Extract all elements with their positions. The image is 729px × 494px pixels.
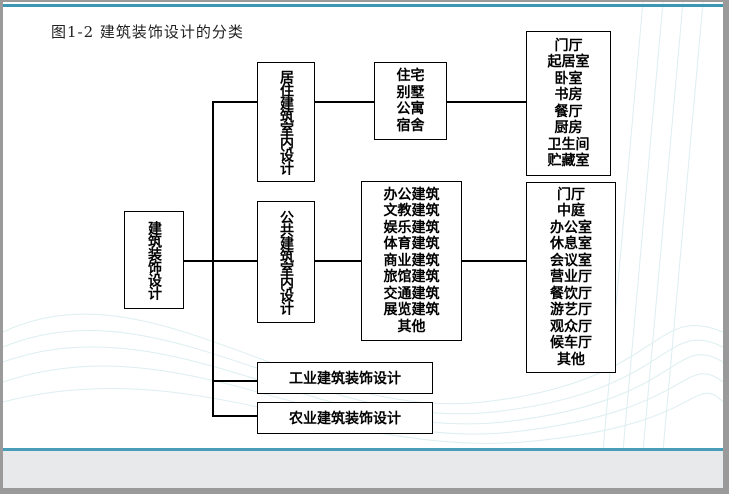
list-item: 厨房 bbox=[554, 120, 583, 136]
list-item: 公寓 bbox=[396, 101, 425, 117]
figure-title: 图1-2 建筑装饰设计的分类 bbox=[51, 23, 244, 41]
list-item: 餐饮厅 bbox=[550, 285, 592, 302]
list-item: 书房 bbox=[554, 87, 583, 103]
connector-trunk bbox=[212, 101, 214, 416]
connector-residential bbox=[212, 101, 257, 103]
list-item: 候车厅 bbox=[550, 335, 592, 352]
list-item: 观众厅 bbox=[550, 318, 592, 335]
list-item: 其他 bbox=[557, 351, 585, 368]
public-node: 公共建筑室内设计 bbox=[257, 201, 315, 323]
connector-public-rooms bbox=[462, 260, 526, 262]
public-rooms-node: 门厅 中庭 办公室 休息室 会议室 营业厅 餐饮厅 游艺厅 观众厅 候车厅 其他 bbox=[526, 182, 616, 373]
list-item: 餐厅 bbox=[554, 103, 583, 120]
connector-public bbox=[212, 260, 257, 262]
top-accent-bar bbox=[3, 4, 723, 7]
list-item: 门厅 bbox=[554, 37, 583, 54]
connector-residential-types bbox=[315, 101, 374, 103]
connector-agricultural bbox=[212, 415, 257, 417]
background-wave-decoration bbox=[3, 2, 723, 451]
residential-node: 居住建筑室内设计 bbox=[257, 62, 315, 182]
list-item: 宿舍 bbox=[396, 117, 425, 134]
list-item: 文教建筑 bbox=[383, 203, 440, 220]
slide-footer bbox=[3, 451, 723, 488]
list-item: 卫生间 bbox=[547, 136, 590, 153]
list-item: 游艺厅 bbox=[550, 302, 592, 319]
public-types-node: 办公建筑 文教建筑 娱乐建筑 体育建筑 商业建筑 旅馆建筑 交通建筑 展览建筑 … bbox=[361, 181, 462, 341]
list-item: 体育建筑 bbox=[383, 236, 440, 253]
list-item: 交通建筑 bbox=[383, 285, 440, 302]
connector-residential-rooms bbox=[447, 101, 526, 103]
root-node: 建筑装饰设计 bbox=[124, 211, 184, 309]
list-item: 办公室 bbox=[550, 219, 592, 236]
list-item: 贮藏室 bbox=[547, 153, 590, 169]
connector-public-types bbox=[315, 260, 361, 262]
list-item: 会议室 bbox=[550, 252, 592, 269]
list-item: 门厅 bbox=[557, 186, 585, 203]
residential-types-node: 住宅 别墅 公寓 宿舍 bbox=[374, 62, 447, 140]
industrial-node: 工业建筑装饰设计 bbox=[257, 362, 433, 394]
list-item: 办公建筑 bbox=[383, 186, 440, 203]
bottom-accent-bar bbox=[3, 448, 723, 451]
connector-root bbox=[184, 260, 213, 262]
list-item: 起居室 bbox=[547, 54, 590, 70]
list-item: 展览建筑 bbox=[383, 302, 440, 319]
list-item: 休息室 bbox=[550, 236, 592, 253]
list-item: 其他 bbox=[397, 318, 426, 335]
list-item: 旅馆建筑 bbox=[383, 269, 440, 286]
residential-rooms-node: 门厅 起居室 卧室 书房 餐厅 厨房 卫生间 贮藏室 bbox=[526, 31, 611, 176]
list-item: 营业厅 bbox=[550, 269, 592, 286]
list-item: 住宅 bbox=[396, 68, 425, 84]
agricultural-node: 农业建筑装饰设计 bbox=[257, 402, 433, 434]
connector-industrial bbox=[212, 380, 257, 382]
list-item: 中庭 bbox=[557, 203, 585, 220]
list-item: 娱乐建筑 bbox=[383, 219, 440, 236]
list-item: 卧室 bbox=[554, 70, 583, 87]
list-item: 商业建筑 bbox=[383, 252, 440, 269]
list-item: 别墅 bbox=[396, 84, 425, 101]
